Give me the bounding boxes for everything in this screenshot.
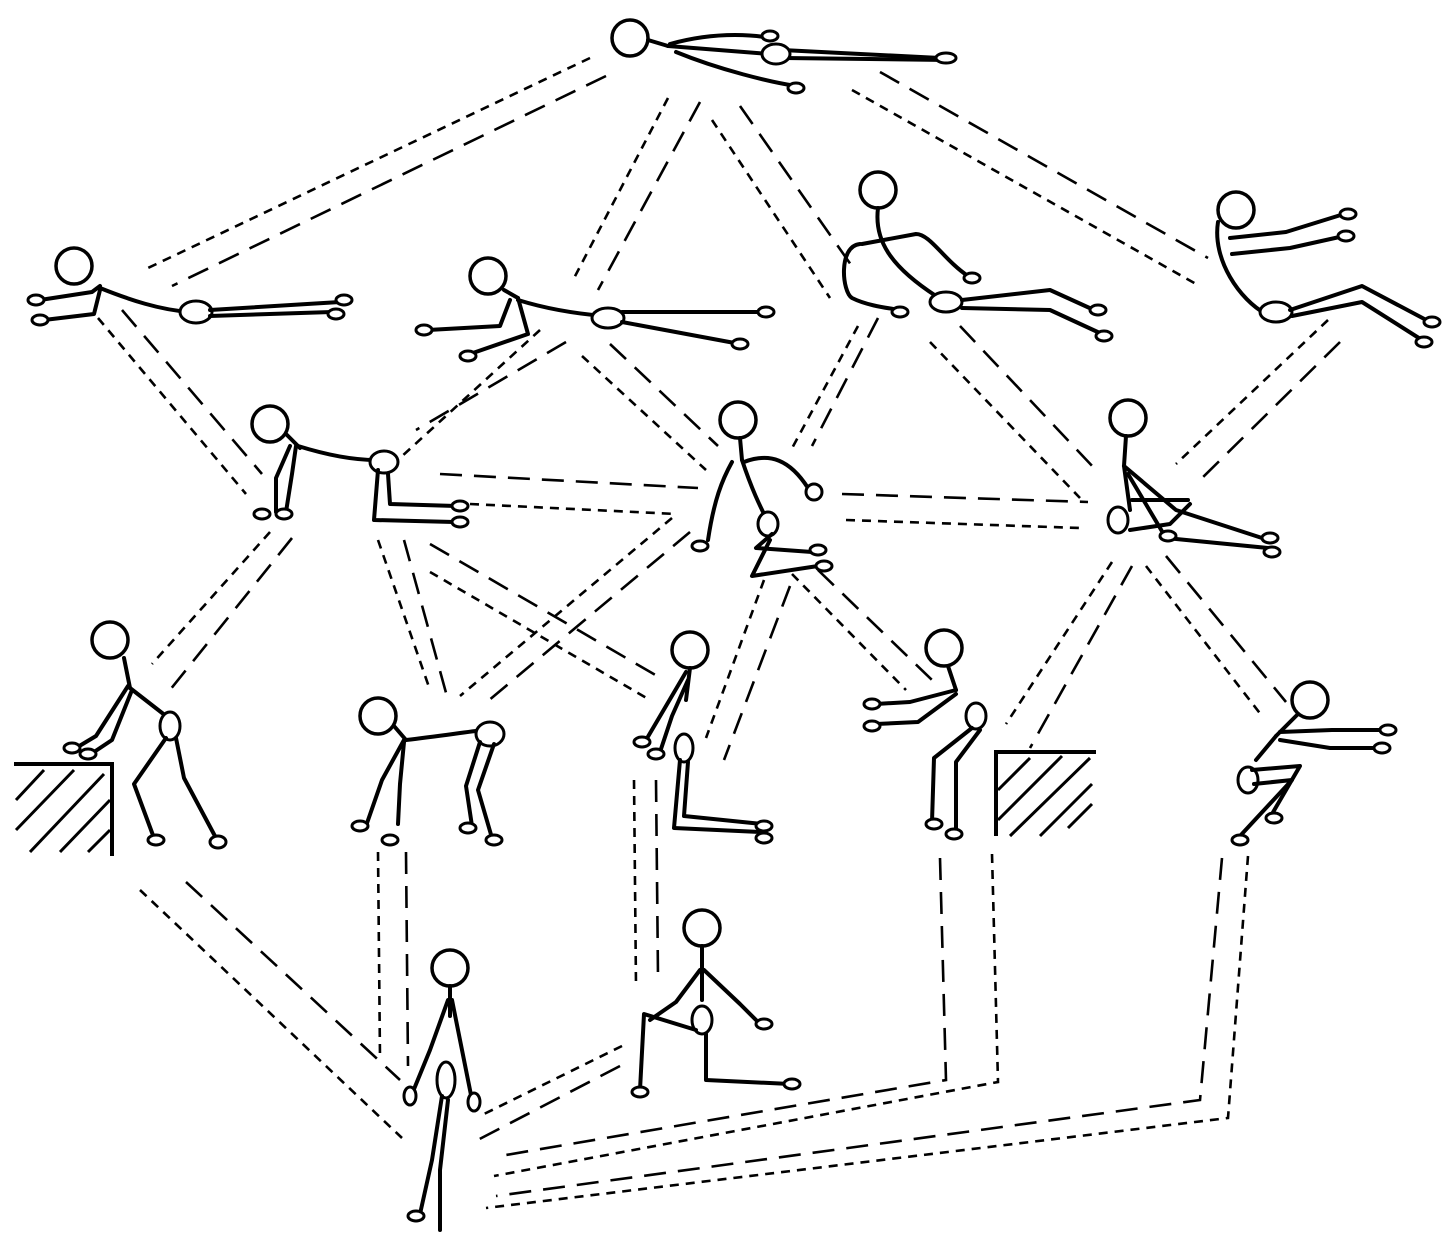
connector-supine-elbows bbox=[570, 97, 702, 291]
connector-handsknees-bent bbox=[376, 539, 450, 701]
connector-hug-squat bbox=[1004, 561, 1134, 749]
hands-and-knees-figure bbox=[250, 404, 470, 529]
connector-supine-sitforward bbox=[851, 70, 1209, 286]
connector-sitback-hug bbox=[929, 325, 1097, 499]
leaning-on-support-figure bbox=[62, 620, 228, 850]
sitting-arms-forward-figure bbox=[1215, 190, 1442, 349]
connector-sitknees-squat bbox=[791, 569, 933, 691]
connector-sitknees-bent bbox=[459, 517, 691, 707]
connector-deepsquat-standing bbox=[485, 855, 1250, 1210]
connector-squat-standing bbox=[493, 853, 1000, 1178]
connector-bent-standing bbox=[376, 851, 410, 1067]
support-block-left bbox=[14, 762, 114, 856]
connector-elbows-handsknees bbox=[399, 329, 567, 459]
connector-sitback-sitknees bbox=[788, 317, 880, 453]
connector-elbows-sitknees bbox=[581, 343, 719, 471]
lying-prone-on-elbows-figure bbox=[414, 256, 776, 363]
sitting-hugging-knees-figure bbox=[1106, 398, 1282, 559]
support-block-right bbox=[994, 750, 1096, 838]
sitting-leaning-back-figure bbox=[841, 170, 1114, 343]
connector-sitknees-hug bbox=[841, 492, 1089, 530]
connector-lean-standing bbox=[139, 881, 403, 1139]
kneeling-upright-figure bbox=[632, 630, 774, 845]
connector-prone-handsknees bbox=[97, 309, 263, 495]
connector-kneel-halfkneel bbox=[632, 779, 660, 987]
connector-handsknees-lean bbox=[151, 531, 294, 691]
lying-supine-figure bbox=[610, 18, 958, 95]
connector-sitknees-kneel bbox=[704, 579, 792, 761]
connector-hug-deepsquat bbox=[1144, 555, 1288, 717]
connector-supine-sitback bbox=[710, 105, 858, 299]
lying-prone-arms-forward-figure bbox=[26, 246, 354, 327]
squat-arms-forward-figure bbox=[862, 628, 988, 841]
deep-squat-figure bbox=[1230, 680, 1398, 847]
half-kneeling-figure bbox=[630, 908, 802, 1099]
connector-sitforward-hug bbox=[1175, 319, 1341, 485]
transition-connectors bbox=[97, 56, 1341, 1210]
standing-figure bbox=[402, 948, 482, 1232]
connector-handsknees-kneel bbox=[429, 542, 665, 702]
bent-over-hands-on-knees-figure bbox=[350, 696, 506, 847]
sitting-knees-up-figure bbox=[690, 400, 834, 578]
connector-halfkneel-standing bbox=[469, 1044, 623, 1146]
connector-handsknees-sitknees bbox=[439, 472, 699, 516]
connector-supine-prone bbox=[147, 56, 607, 288]
